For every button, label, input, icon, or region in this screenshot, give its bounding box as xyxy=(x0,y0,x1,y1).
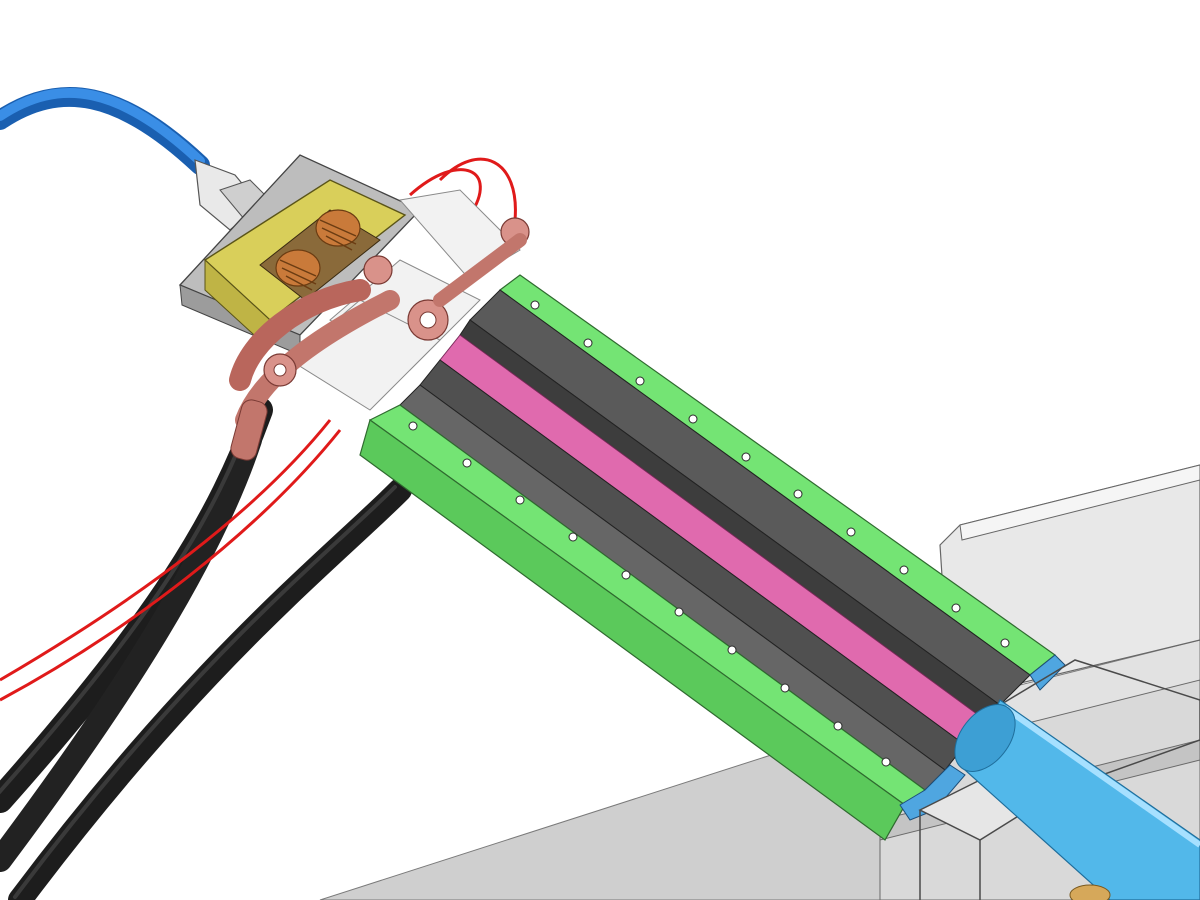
terminal-lug-icon xyxy=(229,217,530,461)
red-wires xyxy=(0,157,517,702)
black-cables xyxy=(0,397,412,900)
blue-hose-icon xyxy=(0,86,210,175)
coil-icon xyxy=(275,209,361,291)
busbar-assembly xyxy=(359,274,1056,841)
cyan-tube xyxy=(954,699,1200,900)
rivet-icon xyxy=(408,300,1010,767)
